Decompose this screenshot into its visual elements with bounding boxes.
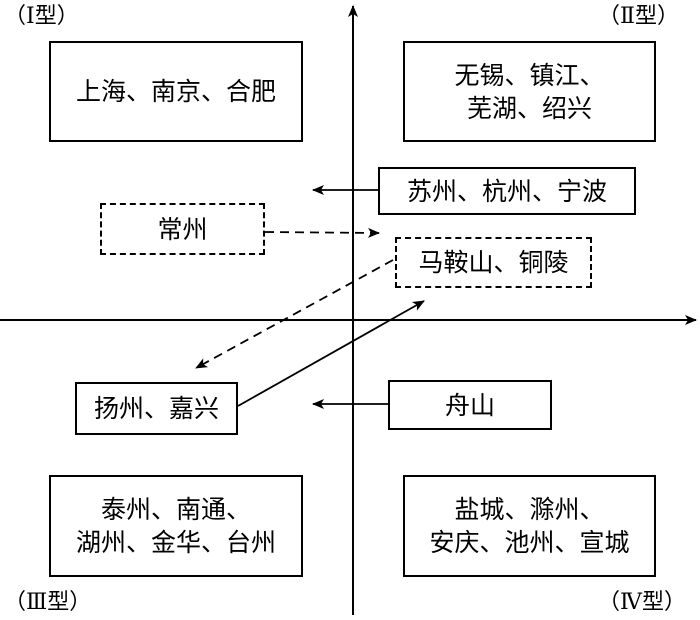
arrow-maanshan-to-yangzhou [195,259,394,369]
box-type4-text: 盐城、滁州、 安庆、池州、宣城 [429,495,630,557]
box-type2-text: 无锡、镇江、 芜湖、绍兴 [454,60,605,123]
box-type1-text: 上海、南京、合肥 [75,77,276,106]
quadrant-label-4: （Ⅳ型） [598,590,686,615]
box-zhoushan-text: 舟山 [444,390,495,420]
box-yangzhou-jiaxing: 扬州、嘉兴 [75,382,238,435]
box-type2-cities: 无锡、镇江、 芜湖、绍兴 [403,41,656,142]
box-changzhou-text: 常州 [157,214,208,244]
box-changzhou: 常州 [100,203,265,255]
box-maanshan-text: 马鞍山、铜陵 [418,248,569,277]
box-zhoushan: 舟山 [388,380,552,430]
box-suzhou-hangzhou-ningbo: 苏州、杭州、宁波 [378,167,636,215]
arrow-yangzhou-to-maanshan [237,300,425,407]
quadrant-label-1: （Ⅰ型） [4,4,79,29]
box-yangzhou-text: 扬州、嘉兴 [93,394,219,423]
box-type1-cities: 上海、南京、合肥 [49,41,303,142]
box-suzhou-text: 苏州、杭州、宁波 [406,176,607,206]
box-type4-cities: 盐城、滁州、 安庆、池州、宣城 [403,475,656,577]
box-type3-cities: 泰州、南通、 湖州、金华、台州 [49,475,303,577]
quadrant-label-3: （Ⅲ型） [4,590,92,615]
arrow-changzhou-to-maanshan [264,227,380,238]
quadrant-label-2: （Ⅱ型） [598,4,679,29]
box-type3-text: 泰州、南通、 湖州、金华、台州 [75,495,276,557]
box-maanshan-tongling: 马鞍山、铜陵 [395,237,592,288]
